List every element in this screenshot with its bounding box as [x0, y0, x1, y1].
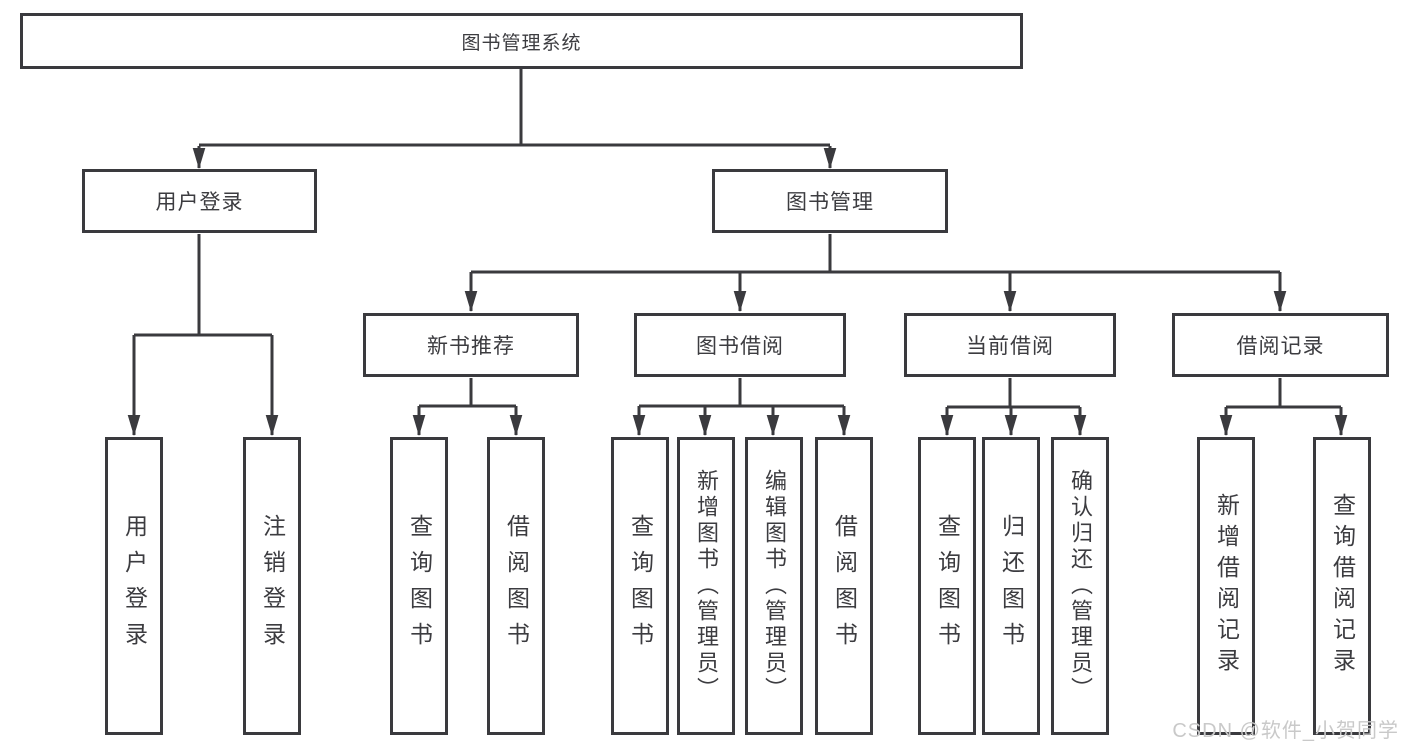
- leaf-borrow-books-borrow: 借阅图书: [815, 437, 873, 735]
- csdn-watermark: CSDN @软件_小贺同学: [1172, 720, 1399, 742]
- node-current-borrow: 当前借阅: [904, 313, 1116, 377]
- leaf-query-books-current: 查询图书: [918, 437, 976, 735]
- node-new-book-recommend: 新书推荐: [363, 313, 579, 377]
- node-book-management: 图书管理: [712, 169, 948, 233]
- leaf-borrow-books-recommend: 借阅图书: [487, 437, 545, 735]
- node-root-library-system: 图书管理系统: [20, 13, 1023, 69]
- leaf-add-book-admin: 新增图书（管理员）: [677, 437, 735, 735]
- leaf-logout: 注销登录: [243, 437, 301, 735]
- leaf-query-books-borrow: 查询图书: [611, 437, 669, 735]
- node-borrow-records: 借阅记录: [1172, 313, 1389, 377]
- leaf-confirm-return-admin: 确认归还（管理员）: [1051, 437, 1109, 735]
- leaf-return-book: 归还图书: [982, 437, 1040, 735]
- node-user-login: 用户登录: [82, 169, 317, 233]
- leaf-query-borrow-record: 查询借阅记录: [1313, 437, 1371, 735]
- node-book-borrow: 图书借阅: [634, 313, 846, 377]
- leaf-user-login: 用户登录: [105, 437, 163, 735]
- leaf-edit-book-admin: 编辑图书（管理员）: [745, 437, 803, 735]
- leaf-add-borrow-record: 新增借阅记录: [1197, 437, 1255, 735]
- leaf-query-books-recommend: 查询图书: [390, 437, 448, 735]
